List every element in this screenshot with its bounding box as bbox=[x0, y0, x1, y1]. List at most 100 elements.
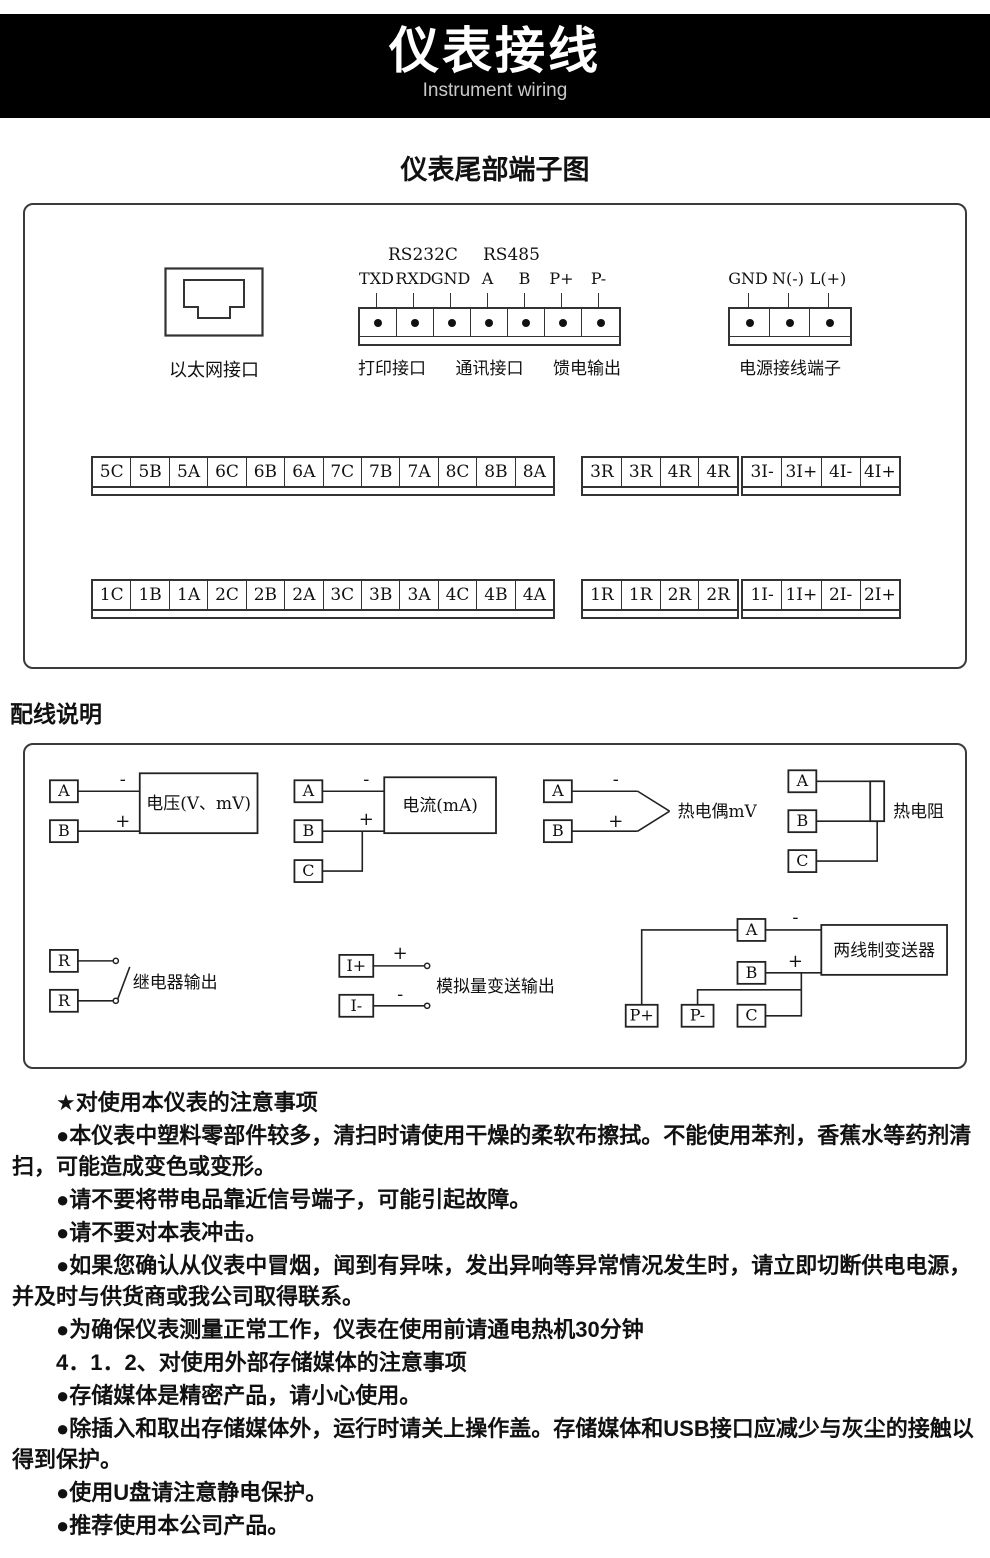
terminal-cell: 2C bbox=[208, 581, 247, 609]
note-line: ●为确保仪表测量正常工作，仪表在使用前请通电热机30分钟 bbox=[56, 1317, 644, 1342]
terminal-box-a bbox=[49, 779, 79, 804]
terminal-cell: 8C bbox=[439, 458, 478, 486]
strip-base bbox=[360, 336, 619, 344]
terminal-cell: 4I- bbox=[822, 458, 861, 486]
terminal-cell: 3B bbox=[362, 581, 401, 609]
terminal-cell: 1I- bbox=[743, 581, 783, 609]
plus-sign: + bbox=[788, 951, 803, 972]
wiring-diagrams: A B - + 电压(V、mV) A B C - bbox=[49, 769, 948, 1028]
rs485-label: RS485 bbox=[483, 245, 540, 265]
terminal-a-label: A bbox=[551, 781, 564, 800]
rtd-label: 热电阻 bbox=[893, 801, 944, 821]
terminal-cell: 1R bbox=[622, 581, 661, 609]
terminal-cell: 7C bbox=[324, 458, 362, 486]
pin-lead-line bbox=[524, 293, 525, 307]
terminal-iminus-label: I- bbox=[350, 996, 362, 1015]
pin-lead-line bbox=[787, 293, 789, 307]
plus-sign: + bbox=[115, 811, 130, 832]
note-line: ●推荐使用本公司产品。 bbox=[56, 1513, 290, 1538]
comm-terminal-block: RS232C RS485 TXD RXD GND A B bbox=[358, 245, 621, 379]
note-line: ●存储媒体是精密产品，请小心使用。 bbox=[56, 1383, 422, 1408]
pin-lead-line bbox=[747, 293, 749, 307]
terminal-cell: 7B bbox=[362, 458, 401, 486]
relay-output-label: 继电器输出 bbox=[133, 972, 218, 992]
note-line: ●本仪表中塑料零部件较多，清扫时请使用干燥的柔软布擦拭。不能使用苯剂，香蕉水等药… bbox=[12, 1123, 972, 1179]
terminal-cell: 1A bbox=[170, 581, 209, 609]
terminal-cell: 2I+ bbox=[863, 585, 896, 605]
pin-label: P- bbox=[590, 269, 607, 288]
note-line: ●使用U盘请注意静电保护。 bbox=[56, 1480, 328, 1505]
terminal-cell: 2R bbox=[661, 581, 700, 609]
terminal-c-label: C bbox=[796, 851, 808, 870]
pin-label: L(+) bbox=[809, 269, 847, 288]
terminal-b-label: B bbox=[58, 821, 70, 840]
terminal-screw bbox=[508, 309, 545, 336]
terminal-a-label: A bbox=[57, 781, 70, 800]
terminal-cell: 5B bbox=[131, 458, 170, 486]
terminal-screw bbox=[434, 309, 471, 336]
comm-pin: P+ bbox=[543, 269, 580, 307]
wire bbox=[765, 972, 803, 1017]
comm-terminal-dots bbox=[360, 309, 619, 336]
notes-section: ★对使用本仪表的注意事项 ●本仪表中塑料零部件较多，清扫时请使用干燥的柔软布擦拭。… bbox=[0, 1087, 990, 1541]
terminal-b-label: B bbox=[746, 963, 758, 982]
comm-terminal-strip bbox=[358, 307, 621, 346]
terminal-cell: 2R bbox=[706, 585, 730, 605]
power-pin: N(-) bbox=[768, 269, 808, 307]
terminal-screw bbox=[360, 309, 397, 336]
wiring-section-heading: 配线说明 bbox=[10, 701, 102, 727]
strip-base bbox=[91, 611, 555, 619]
comm-pin-row: TXD RXD GND A B P+ P bbox=[358, 269, 621, 307]
feed-output-label: 馈电输出 bbox=[553, 359, 621, 379]
strip-base bbox=[730, 336, 850, 344]
transmitter-box bbox=[820, 924, 948, 976]
note-line: 4．1．2、对使用外部存储媒体的注意事项 bbox=[56, 1350, 467, 1375]
plus-sign: + bbox=[608, 811, 623, 832]
terminal-cell: 1I+ bbox=[782, 581, 822, 609]
terminal-cell: 4I+ bbox=[863, 462, 896, 482]
thermocouple-junction-icon bbox=[637, 790, 671, 812]
terminal-cell: 4B bbox=[477, 581, 516, 609]
pin-label: GND bbox=[728, 269, 768, 288]
terminal-cell: 1C bbox=[93, 581, 132, 609]
terminal-strip-row2-current: 1I-1I+2I-2I+ bbox=[741, 579, 901, 619]
pin-label: GND bbox=[430, 269, 471, 288]
pin-lead-line bbox=[561, 293, 562, 307]
terminal-diagram-panel: 以太网接口 RS232C RS485 TXD RXD GND A bbox=[23, 203, 967, 669]
page-title: 仪表接线 bbox=[389, 23, 601, 79]
terminal-screw bbox=[397, 309, 434, 336]
terminal-b-label: B bbox=[303, 821, 315, 840]
ethernet-port-label: 以太网接口 bbox=[169, 360, 259, 381]
note-line: ★对使用本仪表的注意事项 bbox=[56, 1090, 318, 1115]
terminal-cell: 5C bbox=[93, 458, 132, 486]
terminal-cell: 1R bbox=[583, 581, 622, 609]
terminal-r1-label: R bbox=[58, 951, 71, 970]
terminal-diagram-heading: 仪表尾部端子图 bbox=[400, 155, 590, 185]
pin-lead-line bbox=[450, 293, 451, 307]
terminal-box-b bbox=[49, 819, 79, 844]
strip-base bbox=[581, 488, 739, 496]
pin-label: P+ bbox=[549, 269, 574, 288]
ethernet-port-icon bbox=[164, 267, 264, 337]
resistor-icon bbox=[869, 780, 886, 823]
comm-port-label: 通讯接口 bbox=[455, 359, 524, 379]
transmitter-wiring-diagram: P+ P- A B C - + 两线制变送器 bbox=[624, 907, 948, 1028]
page-subtitle: Instrument wiring bbox=[422, 80, 568, 101]
pin-label: N(-) bbox=[772, 269, 804, 288]
comm-pin: B bbox=[506, 269, 543, 307]
terminal-cell: 3R bbox=[583, 458, 622, 486]
terminal-cell: 4R bbox=[706, 462, 730, 482]
contact-node bbox=[112, 957, 120, 965]
spacer bbox=[728, 245, 852, 269]
terminal-cell: 6C bbox=[208, 458, 247, 486]
terminal-screw bbox=[582, 309, 619, 336]
comm-pin: RXD bbox=[395, 269, 432, 307]
output-node bbox=[423, 962, 431, 970]
wire bbox=[696, 989, 802, 1005]
pin-lead-line bbox=[598, 293, 599, 307]
terminal-a-label: A bbox=[796, 771, 809, 790]
strip-base bbox=[741, 488, 901, 496]
minus-sign: - bbox=[613, 769, 619, 790]
